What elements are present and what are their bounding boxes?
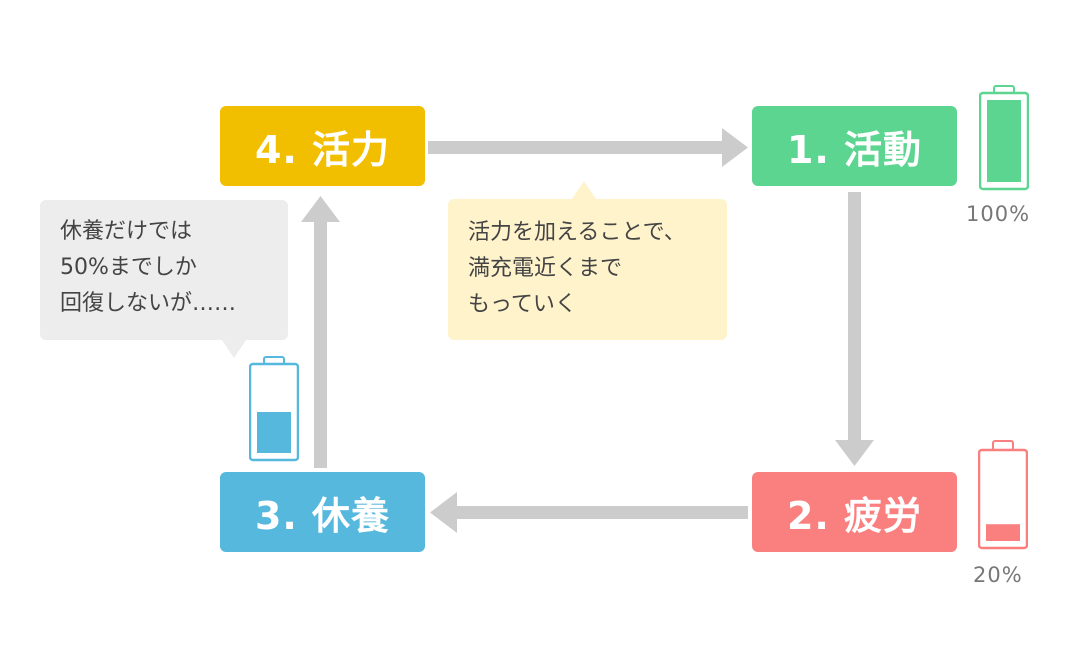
step-fatigue: 2. 疲労: [752, 472, 957, 552]
battery-body: [978, 448, 1028, 550]
battery-body: [249, 362, 299, 462]
vitality-note-line: 活力を加えることで、: [468, 220, 686, 245]
rest-note-line: 回復しないが……: [60, 291, 237, 316]
step-activity: 1. 活動: [752, 106, 957, 186]
vitality-note-bubble: 活力を加えることで、 満充電近くまで もっていく: [448, 181, 727, 340]
step-rest: 3. 休養: [220, 472, 425, 552]
battery-full-icon: [979, 85, 1029, 191]
battery-fill: [986, 524, 1020, 541]
step-vitality: 4. 活力: [220, 106, 425, 186]
vitality-note-line: 満充電近くまで: [468, 256, 623, 281]
battery-fatigue-label: 20%: [973, 563, 1023, 587]
battery-half-icon: [249, 356, 299, 462]
vitality-note-line: もっていく: [468, 292, 577, 317]
battery-body: [979, 91, 1029, 191]
battery-fill: [987, 100, 1021, 182]
rest-note-bubble: 休養だけでは 50%までしか 回復しないが……: [40, 200, 288, 358]
battery-cap: [992, 440, 1014, 451]
battery-fill: [257, 412, 291, 453]
battery-low-icon: [978, 440, 1028, 550]
arrow-fatigue-to-rest: [430, 492, 748, 533]
battery-activity-label: 100%: [966, 202, 1031, 226]
arrow-activity-to-fatigue: [835, 192, 874, 466]
rest-note-line: 50%までしか: [60, 255, 197, 280]
rest-note-line: 休養だけでは: [60, 219, 193, 244]
arrow-rest-to-vitality: [301, 196, 340, 468]
arrow-vitality-to-activity: [428, 128, 748, 167]
